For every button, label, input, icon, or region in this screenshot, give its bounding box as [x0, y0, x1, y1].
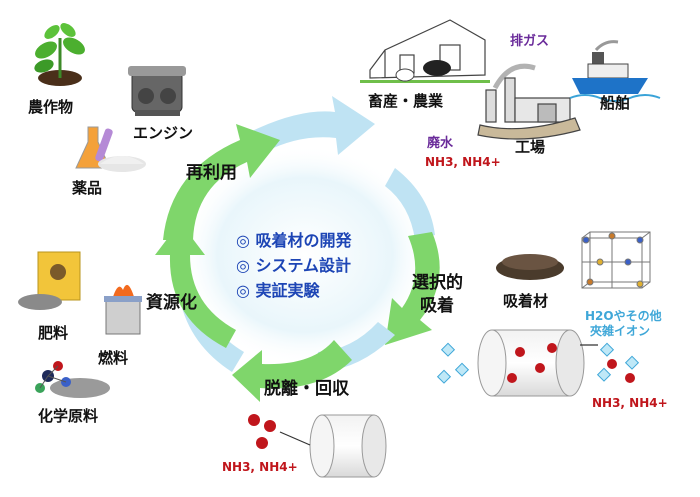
factory-label: 工場: [515, 138, 546, 156]
desorb-nh-label: NH3, NH4+: [222, 460, 298, 474]
crops-icon: [34, 23, 85, 86]
others-label-line1: H2Oやその他: [585, 309, 662, 323]
chemicals-label: 薬品: [72, 179, 103, 197]
source-nh-label: NH3, NH4+: [425, 155, 501, 169]
desorb-label: 脱離・回収: [264, 379, 349, 399]
exhaust-label: 排ガス: [510, 34, 550, 49]
arrow-right-blue: [385, 168, 435, 240]
arrow-reuse-green: [163, 124, 280, 240]
others-label-line2: 夾雑イオン: [590, 324, 651, 338]
ship-label: 船舶: [600, 94, 631, 112]
chem-raw-label: 化学原料: [38, 407, 99, 425]
fertilizer-label: 肥料: [38, 324, 69, 342]
crystal-lattice-icon: [581, 231, 651, 289]
engine-icon: [128, 66, 186, 116]
adsorption-column: [477, 329, 585, 397]
center-glow: [180, 145, 430, 365]
barn-icon: [360, 19, 490, 83]
wastewater-label: 廃水: [427, 136, 454, 151]
adsorbent-nh-label: NH3, NH4+: [592, 396, 668, 410]
release-arrow: [279, 431, 311, 446]
adsorbent-granules-icon: [496, 254, 564, 280]
chemicals-icon: [75, 126, 146, 172]
livestock-label: 畜産・農業: [368, 92, 444, 110]
ammonia-dots-right: [607, 359, 635, 383]
center-item-design: ◎ システム設計: [236, 256, 352, 275]
ammonia-dots-bottom: [248, 414, 276, 449]
pigs-icon: [395, 60, 451, 82]
center-items: ◎ 吸着材の開発 ◎ システム設計 ◎ 実証実験: [236, 228, 352, 303]
center-item-develop: ◎ 吸着材の開発: [236, 231, 352, 250]
arrow-adsorb-green: [385, 232, 440, 345]
ship-icon: [569, 40, 661, 102]
reuse-label: 再利用: [186, 163, 237, 183]
arrow-desorb-green: [232, 340, 352, 402]
impurity-ions: [436, 342, 640, 384]
fuel-label: 燃料: [98, 349, 129, 367]
fuel-icon: [104, 284, 142, 335]
chem-raw-icon: [35, 361, 110, 398]
engine-label: エンジン: [133, 124, 194, 142]
fertilizer-icon: [18, 251, 81, 310]
adsorb-label-line1: 選択的: [412, 273, 463, 293]
arrow-resource-green: [155, 222, 236, 348]
crops-label: 農作物: [28, 98, 74, 116]
center-item-demo: ◎ 実証実験: [236, 281, 320, 300]
adsorb-label-line2: 吸着: [420, 296, 454, 316]
arrow-top-blue: [250, 96, 375, 155]
resource-label: 資源化: [146, 293, 197, 313]
factory-icon: [477, 63, 581, 140]
adsorbent-label: 吸着材: [503, 292, 549, 310]
desorption-column: [309, 414, 387, 478]
